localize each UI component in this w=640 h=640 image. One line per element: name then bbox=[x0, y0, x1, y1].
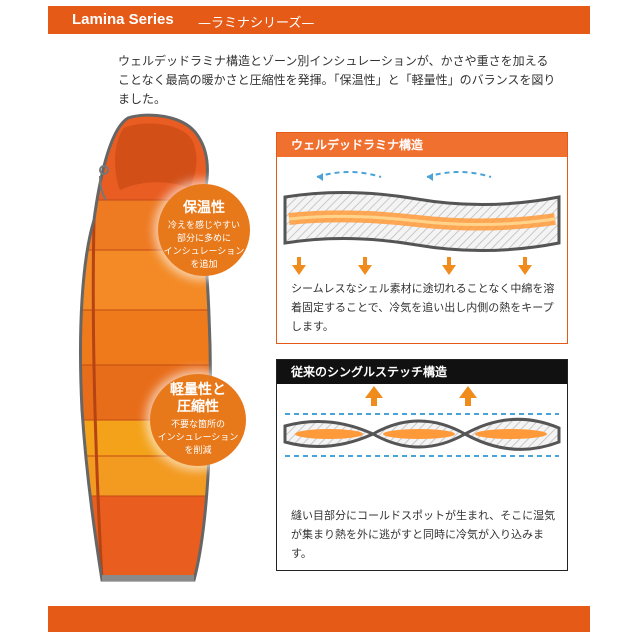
warmth-desc-line: 部分に多めに bbox=[176, 234, 231, 244]
welded-lamina-diagram bbox=[283, 171, 561, 275]
sleeping-bag-illustration bbox=[79, 113, 212, 582]
footer-bar bbox=[48, 606, 590, 632]
series-title: Lamina Series bbox=[72, 11, 174, 28]
warmth-desc-line: インシュレーション bbox=[163, 247, 245, 257]
single-stitch-diagram bbox=[283, 386, 561, 457]
lightweight-desc-line: を削減 bbox=[184, 446, 212, 456]
lightweight-desc-line: インシュレーション bbox=[157, 433, 239, 443]
single-stitch-text: 縫い目部分にコールドスポットが生まれ、そこに湿気が集まり熱を外に逃がすと同時に冷… bbox=[291, 509, 556, 560]
warmth-bubble: 保温性 冷えを感じやすい 部分に多めに インシュレーション を追加 bbox=[158, 184, 250, 276]
warmth-desc-line: 冷えを感じやすい bbox=[167, 221, 240, 231]
intro-text: ウェルデッドラミナ構造とゾーン別インシュレーションが、かさや重さを加えることなく… bbox=[118, 54, 556, 106]
panel-title: 従来のシングルステッチ構造 bbox=[277, 360, 567, 384]
warmth-desc-line: を追加 bbox=[190, 260, 218, 270]
lightweight-title-line: 軽量性と bbox=[170, 382, 226, 398]
single-stitch-panel: 従来のシングルステッチ構造 縫い目部分にコールドスポットが生まれ、そこに湿気が集… bbox=[276, 359, 568, 571]
header-bar bbox=[48, 6, 590, 34]
warmth-title: 保温性 bbox=[183, 200, 225, 216]
lightweight-bubble: 軽量性と 圧縮性 不要な箇所の インシュレーション を削減 bbox=[150, 374, 246, 466]
lightweight-title-line: 圧縮性 bbox=[177, 399, 219, 415]
welded-lamina-panel: ウェルデッドラミナ構造 シームレスなシェル素材に途切れることなく中綿を溶着固定す… bbox=[276, 132, 568, 344]
series-subtitle: —ラミナシリーズ— bbox=[198, 16, 315, 31]
lightweight-desc-line: 不要な箇所の bbox=[170, 420, 225, 430]
panel-title: ウェルデッドラミナ構造 bbox=[277, 133, 567, 157]
welded-lamina-text: シームレスなシェル素材に途切れることなく中綿を溶着固定することで、冷気を追い出し… bbox=[291, 282, 555, 333]
